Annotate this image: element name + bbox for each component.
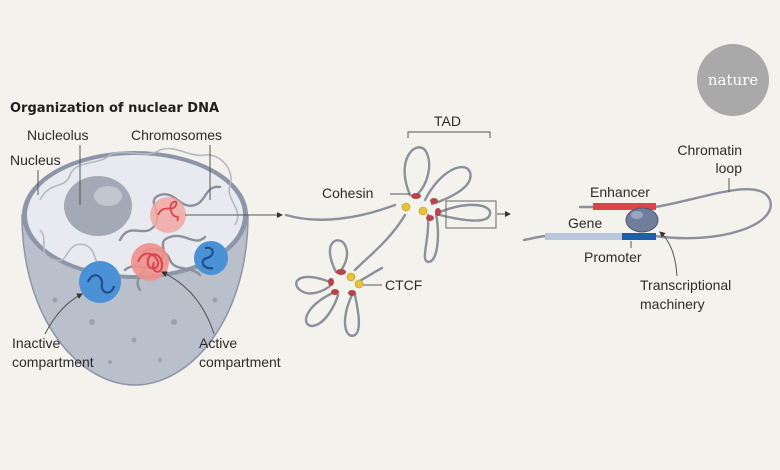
chromatin-loop-illustration: [522, 187, 772, 242]
label-promoter: Promoter: [584, 249, 642, 265]
zoom-box: [445, 200, 497, 229]
label-gene: Gene: [568, 215, 602, 231]
label-inactive-line1: Inactive: [12, 335, 60, 351]
label-active-line1: Active: [199, 335, 237, 351]
svg-text:nature: nature: [708, 71, 758, 89]
label-chromatin-line1: Chromatin: [677, 142, 742, 158]
active-compartment-shape: [131, 243, 169, 281]
chromosome-territory: [150, 197, 186, 233]
gene-bar: [545, 233, 625, 240]
tad-illustration: [284, 146, 511, 337]
transcriptional-machinery-shape: [625, 207, 659, 233]
label-active-line2: compartment: [199, 354, 281, 370]
label-chromosomes: Chromosomes: [131, 127, 222, 143]
label-inactive-line2: compartment: [12, 354, 94, 370]
label-ctcf: CTCF: [385, 277, 422, 293]
label-tad: TAD: [434, 113, 461, 129]
label-enhancer: Enhancer: [590, 184, 650, 200]
label-machinery-line2: machinery: [640, 296, 705, 312]
nature-logo: nature: [697, 44, 769, 116]
label-machinery-line1: Transcriptional: [640, 277, 731, 293]
label-cohesin: Cohesin: [322, 185, 373, 201]
nucleus-illustration: [21, 147, 249, 386]
label-nucleolus: Nucleolus: [27, 127, 88, 143]
promoter-bar: [622, 233, 656, 240]
label-nucleus: Nucleus: [10, 152, 61, 168]
nucleolus-shape: [64, 176, 132, 236]
label-chromatin-line2: loop: [716, 160, 743, 176]
cohesin-rings: [328, 193, 441, 296]
enhancer-bar: [593, 203, 656, 210]
diagram-title: Organization of nuclear DNA: [10, 101, 219, 116]
inactive-compartment-shape: [79, 261, 121, 303]
ctcf-proteins: [346, 202, 428, 289]
